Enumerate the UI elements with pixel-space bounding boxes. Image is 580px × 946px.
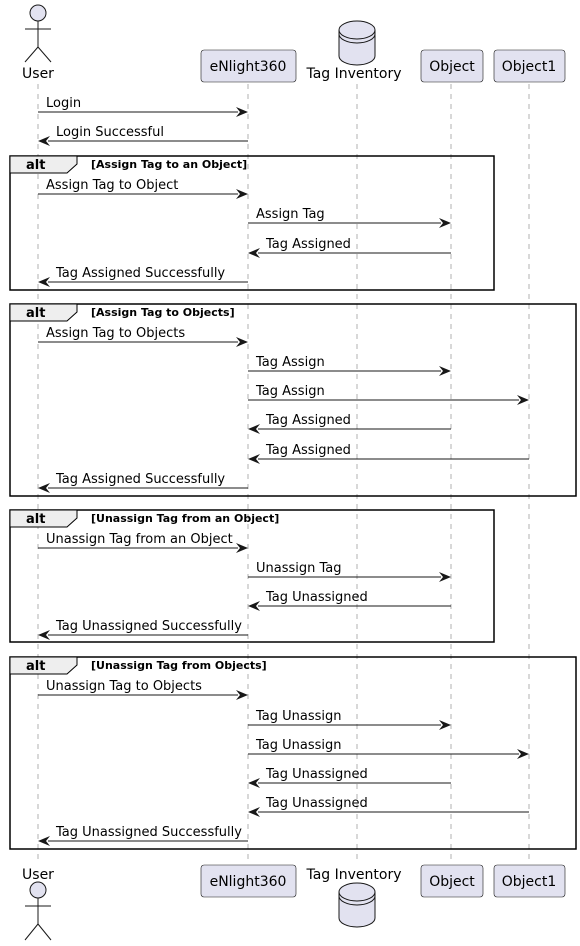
participant-tag-inventory-top: Tag Inventory	[305, 20, 402, 82]
message-arrow: Unassign Tag from an Object	[38, 532, 248, 553]
message-label: Tag Unassign	[255, 738, 342, 753]
message-label: Assign Tag to Objects	[46, 326, 185, 341]
message-label: Tag Unassigned Successfully	[55, 825, 242, 840]
fragment-condition: [Assign Tag to Objects]	[91, 306, 235, 319]
participant-label-tag-inventory: Tag Inventory	[305, 867, 401, 883]
participant-label-enlight360: eNlight360	[210, 59, 287, 75]
message-arrow: Tag Unassign	[248, 738, 529, 759]
database-icon	[338, 882, 376, 928]
fragment-frame	[9, 509, 495, 643]
message-label: Login	[46, 96, 81, 111]
fragment-frame	[9, 155, 495, 291]
fragment-keyword: alt	[26, 512, 45, 527]
message-label: Unassign Tag to Objects	[46, 679, 202, 694]
fragment-tab	[9, 509, 78, 528]
message-label: Tag Unassign	[255, 709, 342, 724]
message-arrow: Assign Tag to Object	[38, 178, 248, 199]
message-arrow: Tag Unassigned	[248, 590, 451, 611]
message-label: Tag Assigned Successfully	[55, 266, 225, 281]
message-arrow: Tag Assigned	[248, 443, 529, 464]
message-login: Login	[38, 96, 248, 117]
message-login-successful: Login Successful	[38, 125, 248, 146]
message-arrow: Tag Unassigned	[248, 767, 451, 788]
message-label: Unassign Tag	[256, 561, 342, 576]
participant-object1-bottom: Object1	[493, 864, 566, 898]
message-label: Tag Unassigned Successfully	[55, 619, 242, 634]
participant-object-top: Object	[420, 49, 484, 83]
participant-user-top: User	[22, 4, 54, 82]
fragment-condition: [Unassign Tag from an Object]	[91, 512, 279, 525]
fragment-tab	[9, 155, 78, 174]
message-arrow: Tag Assigned Successfully	[38, 266, 248, 287]
message-arrow: Tag Unassigned Successfully	[38, 619, 248, 640]
message-label: Assign Tag to Object	[46, 178, 178, 193]
actor-icon	[24, 881, 52, 941]
participant-tag-inventory-bottom: Tag Inventory	[305, 867, 402, 928]
actor-icon	[24, 4, 52, 63]
participant-label-user: User	[22, 867, 54, 883]
message-arrow: Unassign Tag to Objects	[38, 679, 248, 700]
message-arrow: Tag Unassigned	[248, 796, 529, 817]
message-label: Login Successful	[56, 125, 164, 140]
participant-label-object: Object	[429, 874, 475, 890]
participant-enlight360-top: eNlight360	[200, 49, 297, 83]
message-label: Unassign Tag from an Object	[46, 532, 233, 547]
fragment-tab	[9, 303, 78, 322]
message-label: Tag Unassigned	[265, 590, 368, 605]
message-arrow: Tag Assigned	[248, 237, 451, 258]
fragment-condition: [Assign Tag to an Object]	[91, 158, 247, 171]
message-label: Tag Assigned	[265, 237, 351, 252]
message-arrow: Tag Unassign	[248, 709, 451, 730]
message-arrow: Assign Tag to Objects	[38, 326, 248, 347]
message-arrow: Unassign Tag	[248, 561, 451, 582]
participant-label-user: User	[22, 66, 54, 82]
fragment-frame	[9, 303, 577, 497]
participant-object-bottom: Object	[420, 864, 484, 898]
message-label: Tag Assign	[255, 355, 325, 370]
participant-user-bottom: User	[22, 867, 54, 941]
fragment-tab	[9, 656, 78, 675]
message-label: Tag Unassigned	[265, 767, 368, 782]
participant-label-object1: Object1	[502, 874, 557, 890]
message-label: Assign Tag	[256, 207, 325, 222]
fragment-keyword: alt	[26, 158, 45, 173]
alt-fragment: alt [Unassign Tag from an Object] Unassign…	[9, 509, 495, 643]
participant-object1-top: Object1	[493, 49, 566, 83]
fragment-keyword: alt	[26, 659, 45, 674]
participant-label-object: Object	[429, 59, 475, 75]
alt-fragment: alt [Assign Tag to Objects] Assign Tag to …	[9, 303, 577, 497]
message-arrow: Tag Assign	[248, 384, 529, 405]
message-arrow: Tag Unassigned Successfully	[38, 825, 248, 846]
fragment-frame	[9, 656, 577, 850]
fragments: alt [Assign Tag to an Object] Assign Tag t…	[9, 155, 577, 850]
message-label: Tag Assigned	[265, 413, 351, 428]
message-label: Tag Assigned Successfully	[55, 472, 225, 487]
participant-label-object1: Object1	[502, 59, 557, 75]
participant-enlight360-bottom: eNlight360	[200, 864, 297, 898]
fragment-keyword: alt	[26, 306, 45, 321]
message-arrow: Assign Tag	[248, 207, 451, 228]
alt-fragment: alt [Unassign Tag from Objects] Unassign T…	[9, 656, 577, 850]
message-arrow: Tag Assigned	[248, 413, 451, 434]
message-label: Tag Assigned	[265, 443, 351, 458]
message-label: Tag Assign	[255, 384, 325, 399]
participant-label-tag-inventory: Tag Inventory	[305, 66, 401, 82]
fragment-condition: [Unassign Tag from Objects]	[91, 659, 267, 672]
alt-fragment: alt [Assign Tag to an Object] Assign Tag t…	[9, 155, 495, 291]
database-icon	[338, 20, 376, 66]
message-arrow: Tag Assign	[248, 355, 451, 376]
message-arrow: Tag Assigned Successfully	[38, 472, 248, 493]
participant-label-enlight360: eNlight360	[210, 874, 287, 890]
message-label: Tag Unassigned	[265, 796, 368, 811]
